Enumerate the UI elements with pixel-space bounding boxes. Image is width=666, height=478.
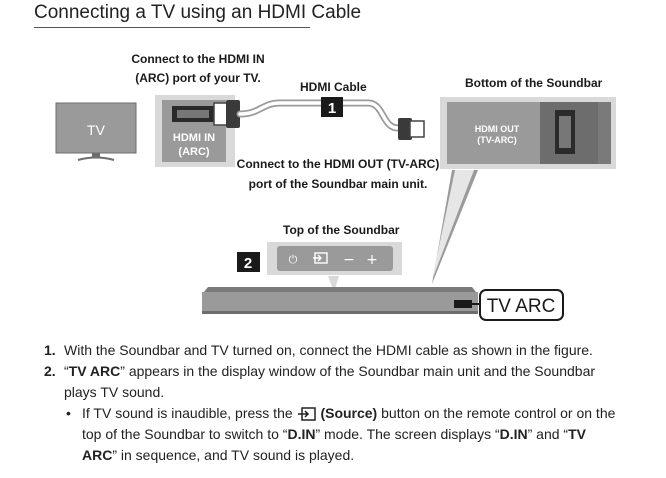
power-icon: ⏻ [289, 253, 298, 266]
source-button-label: (Source) [320, 405, 378, 421]
connection-diagram: TV HDMI IN (ARC) 1 HDMI OUT (TV-ARC) [55, 95, 616, 321]
step-1-text: With the Soundbar and TV turned on, conn… [64, 342, 593, 358]
hdmi-cable [213, 99, 425, 140]
connect-hdmi-out-label-1: Connect to the HDMI OUT (TV-ARC) [236, 157, 440, 171]
step-1-number: 1. [44, 342, 56, 358]
svg-text:2: 2 [244, 255, 252, 272]
bullet-dot: • [66, 405, 71, 421]
hdmi-in-label-1: HDMI IN [173, 132, 215, 144]
step2-marker: 2 [237, 252, 260, 272]
connect-hdmi-in-label-2: (ARC) port of your TV. [135, 71, 261, 85]
top-of-soundbar-label: Top of the Soundbar [283, 223, 400, 237]
source-icon [313, 252, 328, 264]
step-2: 2. “TV ARC” appears in the display windo… [44, 363, 596, 400]
bottom-of-soundbar-label: Bottom of the Soundbar [465, 76, 603, 90]
tv-arc-display-text: TV ARC [487, 296, 556, 317]
hdmi-out-label-2: (TV-ARC) [477, 135, 517, 145]
soundbar-top-controls: ⏻ − + [267, 242, 402, 292]
source-icon [297, 407, 316, 421]
step-2-bullet: • If TV sound is inaudible, press the (S… [66, 405, 616, 463]
hdmi-in-label-2: (ARC) [178, 146, 209, 158]
instruction-steps: 1. With the Soundbar and TV turned on, c… [44, 340, 624, 466]
hdmi-in-port-box: HDMI IN (ARC) [155, 95, 235, 167]
soundbar-bottom-panel: HDMI OUT (TV-ARC) [432, 97, 616, 284]
step-1: 1. With the Soundbar and TV turned on, c… [44, 340, 624, 361]
hdmi-cable-label: HDMI Cable [300, 80, 367, 94]
page-heading: Connecting a TV using an HDMI Cable [34, 2, 362, 23]
connect-hdmi-out-label-2: port of the Soundbar main unit. [248, 177, 428, 191]
volume-up-icon: + [366, 252, 378, 268]
tv-label: TV [87, 122, 106, 138]
hdmi-out-label-1: HDMI OUT [475, 124, 520, 134]
step1-marker: 1 [321, 97, 343, 117]
connect-hdmi-in-label-1: Connect to the HDMI IN [131, 52, 265, 66]
soundbar-illustration [202, 287, 478, 314]
tv-arc-display-callout: TV ARC [470, 289, 564, 321]
step-2-number: 2. [44, 363, 56, 379]
svg-text:1: 1 [328, 100, 336, 117]
heading-underline [34, 27, 310, 28]
volume-down-icon: − [343, 252, 355, 268]
tv-illustration: TV [55, 102, 137, 161]
step-2-tv-arc: TV ARC [68, 363, 121, 379]
